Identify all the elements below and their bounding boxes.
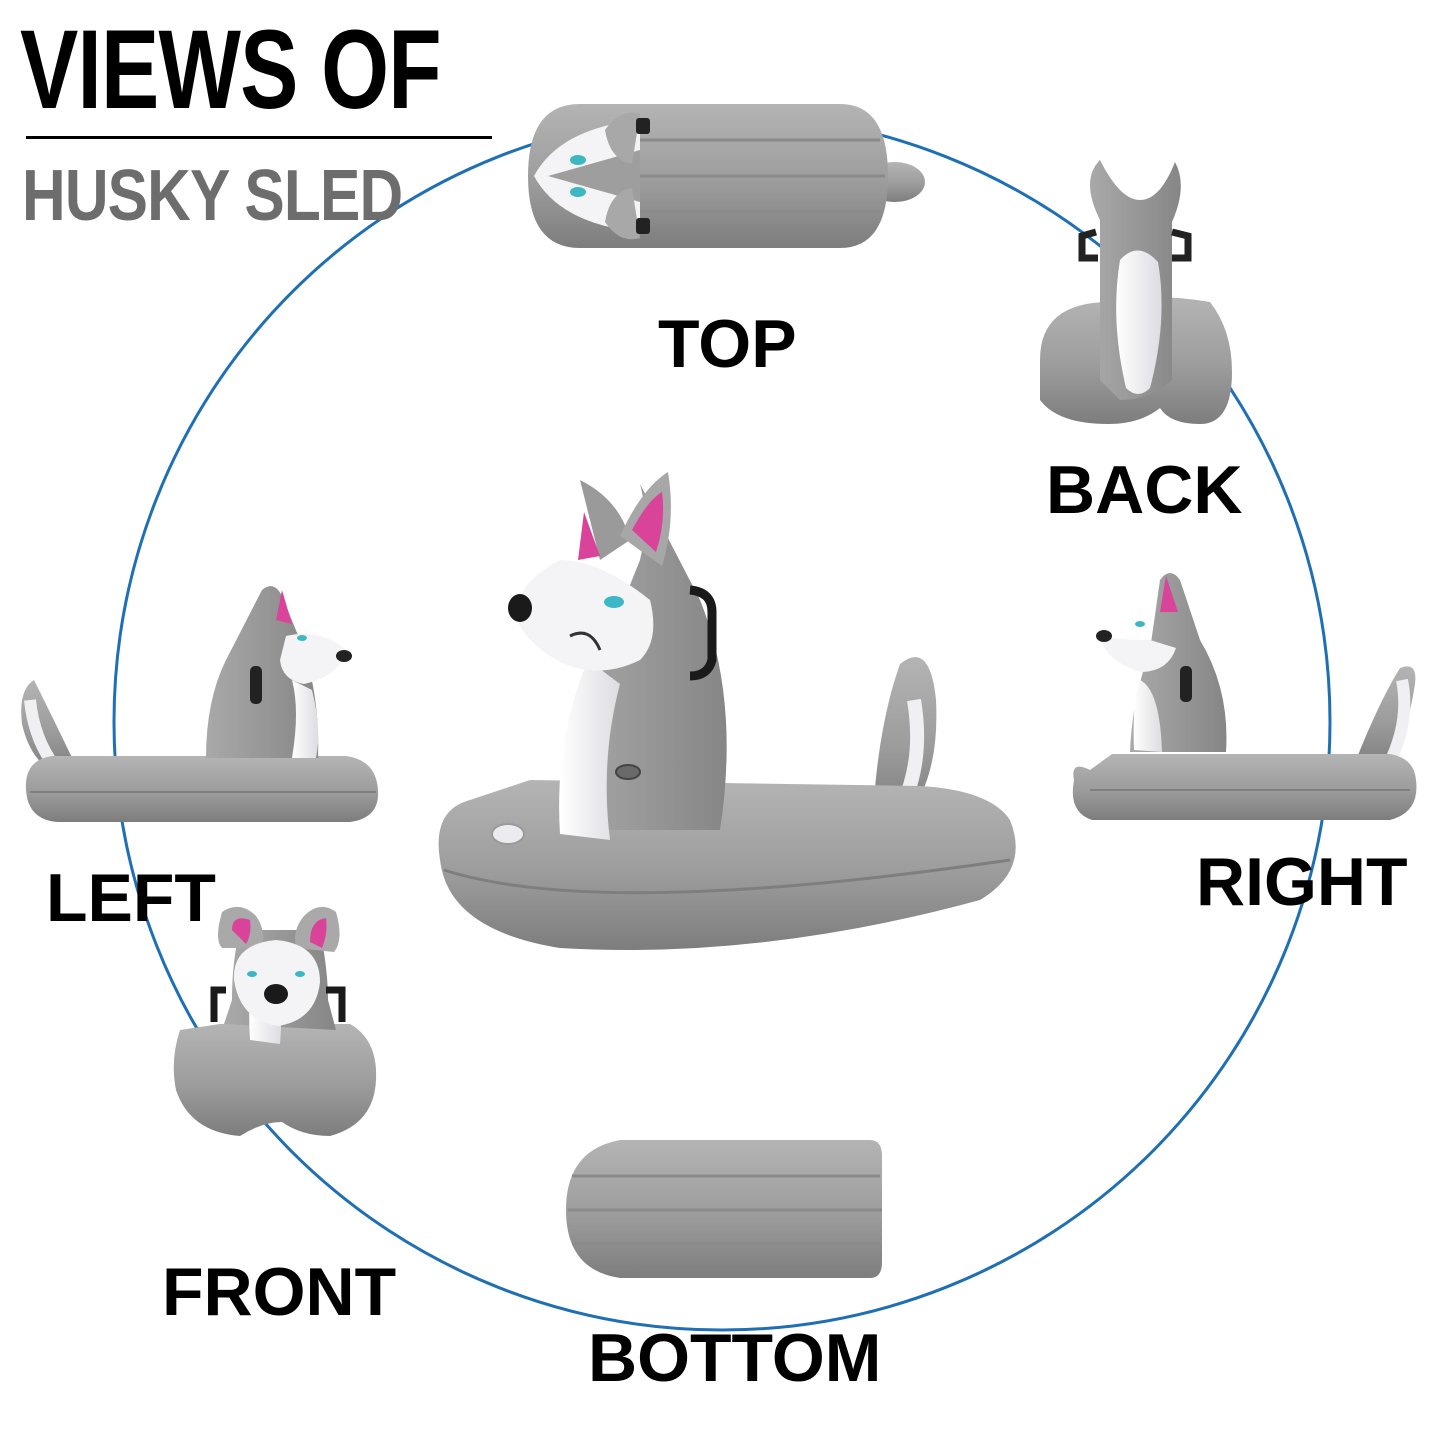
view-label-bottom: BOTTOM [588, 1320, 882, 1396]
view-label-left: LEFT [46, 860, 216, 936]
right-view-image [1072, 573, 1417, 820]
heading-divider [26, 136, 492, 139]
left-view-image [21, 586, 379, 822]
view-label-back: BACK [1046, 452, 1243, 528]
heading-subtitle: HUSKY SLED [22, 156, 403, 236]
front-view-image [173, 906, 377, 1136]
heading-title: VIEWS OF [20, 7, 442, 132]
top-view-image [528, 104, 925, 248]
hero-sled-image [438, 472, 1016, 950]
view-label-top: TOP [658, 306, 797, 382]
view-label-right: RIGHT [1196, 844, 1408, 920]
view-label-front: FRONT [162, 1254, 397, 1330]
back-view-image [1040, 160, 1232, 424]
bottom-view-image [566, 1140, 882, 1278]
